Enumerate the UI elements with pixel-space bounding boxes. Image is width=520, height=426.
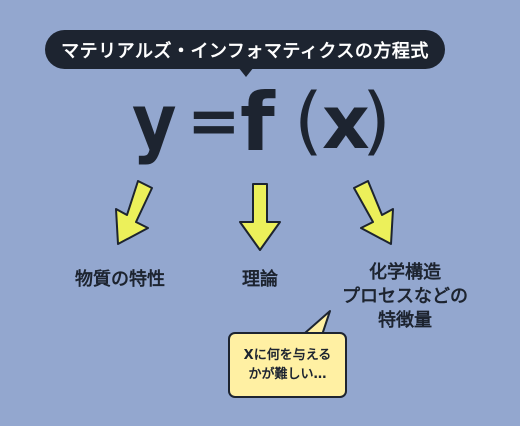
label-features-line1: 化学構造 bbox=[369, 262, 441, 283]
label-features: 化学構造 プロセスなどの 特徴量 bbox=[320, 261, 490, 333]
equation-equals: = bbox=[187, 85, 241, 159]
title-banner-pointer bbox=[238, 67, 254, 77]
equation-left-paren: ( bbox=[294, 78, 323, 164]
label-features-line3: 特徴量 bbox=[378, 310, 432, 331]
label-features-line2: プロセスなどの bbox=[342, 286, 468, 307]
label-material-property: 物質の特性 bbox=[75, 269, 165, 290]
equation-y: y bbox=[132, 77, 177, 166]
equation-right-paren: ) bbox=[362, 78, 391, 164]
equation-x: x bbox=[322, 80, 370, 166]
arrow-f-down-icon bbox=[239, 183, 281, 251]
arrow-y-down-icon bbox=[115, 180, 153, 245]
title-banner: マテリアルズ・インフォマティクスの方程式 bbox=[45, 30, 445, 69]
label-theory: 理論 bbox=[242, 269, 278, 290]
equation-f: f bbox=[240, 76, 275, 169]
arrow-x-down-icon bbox=[353, 180, 394, 245]
callout-bubble: Xに何を与える かが難しい… bbox=[228, 332, 347, 398]
callout-line1: Xに何を与える bbox=[243, 348, 332, 363]
callout-line2: かが難しい… bbox=[248, 367, 327, 382]
title-text: マテリアルズ・インフォマティクスの方程式 bbox=[61, 40, 429, 62]
